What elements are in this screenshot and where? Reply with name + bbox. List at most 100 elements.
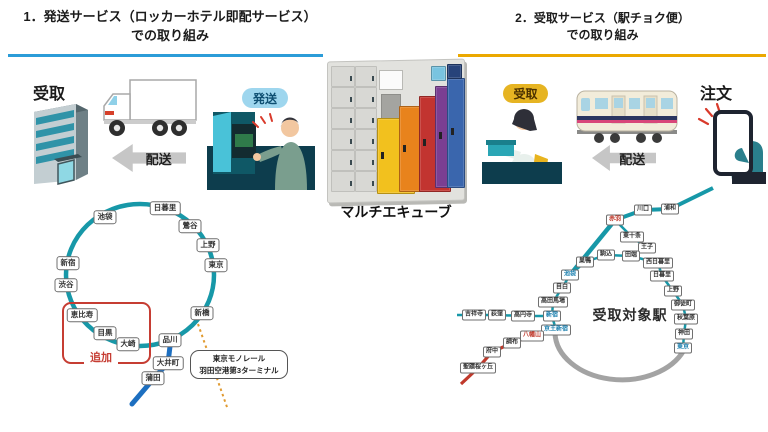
station-label: 大崎 — [116, 337, 140, 351]
station-label: 新宿 — [542, 310, 562, 322]
station-label: 鶯谷 — [178, 219, 202, 233]
station-label: 田端 — [621, 250, 641, 262]
station-label: 日暮里 — [649, 270, 675, 282]
right-section-title: 2．受取サービス（駅チョク便） での取り組み — [440, 10, 765, 45]
locker-small-door — [355, 150, 377, 171]
station-label: 調布 — [502, 337, 522, 349]
left-delivery-arrow: 配送 — [112, 144, 186, 172]
left-map-lines — [63, 201, 229, 411]
station-label: 東十条 — [619, 231, 645, 243]
left-delivery-label: 配送 — [145, 151, 172, 167]
locker-dropoff-illustration — [207, 112, 315, 190]
station-label: 吉祥寺 — [461, 309, 487, 321]
right-delivery-label: 配送 — [619, 151, 646, 167]
locker-small-door — [331, 66, 355, 87]
left-map-stations: 池袋日暮里鶯谷上野東京新宿渋谷恵比寿目黒大崎新橋品川大井町蒲田 — [15, 188, 295, 432]
station-label: 池袋 — [560, 269, 580, 281]
monorail-label-line1: 東京モノレール — [212, 354, 266, 363]
ship-badge-label: 発送 — [252, 91, 277, 106]
locker-door — [447, 64, 462, 79]
locker-small-door — [331, 87, 355, 108]
station-label: 神田 — [674, 328, 694, 340]
locker-small-doors — [327, 60, 465, 202]
left-route-map: 東京モノレール 羽田空港第3ターミナル 池袋 日暮里鶯谷上野東京 新宿渋谷恵比寿目黒… — [15, 188, 295, 432]
station-label: 品川 — [158, 333, 182, 347]
station-label: 聖蹟桜ヶ丘 — [459, 362, 497, 374]
station-label: 京王新宿 — [540, 324, 572, 336]
station-label: 東京 — [673, 342, 693, 354]
locker-small-door — [355, 87, 377, 108]
station-label: 秋葉原 — [673, 313, 699, 325]
station-label: 目黒 — [93, 326, 117, 340]
station-label: 日暮里 — [149, 201, 181, 215]
station-label: 川口 — [633, 204, 653, 216]
locker-small-door — [331, 108, 355, 129]
station-label: 上野 — [196, 238, 220, 252]
train-icon — [576, 90, 678, 143]
yamanote-loop-line — [63, 201, 217, 349]
locker-small-door — [355, 66, 377, 87]
station-label: 赤羽 — [605, 214, 625, 226]
right-route-map: 受取対象駅 浦和川口赤羽東十条王子田端駒込巣鴨 西日暮里日暮里上野御徒町秋葉原神田… — [455, 185, 768, 432]
station-label: 府中 — [482, 346, 502, 358]
station-label: 王子 — [637, 242, 657, 254]
building-icon — [34, 104, 88, 185]
locker-screen — [379, 70, 403, 90]
station-label: 新宿 — [56, 256, 80, 270]
order-label: 注文 — [700, 86, 733, 103]
station-label: 高円寺 — [510, 310, 536, 322]
left-section-title: 1．発送サービス（ロッカーホテル即配サービス） での取り組み — [5, 8, 335, 46]
locker-small-door — [331, 171, 355, 192]
locker-small-door — [331, 129, 355, 150]
left-title-underline — [8, 54, 323, 57]
keihin-line — [129, 335, 174, 407]
locker-small-door — [355, 171, 377, 192]
left-title-line1: 1．発送サービス（ロッカーホテル即配サービス） — [23, 9, 317, 24]
monorail-station-label: 東京モノレール 羽田空港第3ターミナル — [190, 350, 288, 380]
smartphone-order-illustration — [697, 102, 766, 184]
receive-badge: 受取 — [503, 84, 548, 103]
station-label: 蒲田 — [141, 371, 165, 385]
locker-door — [447, 78, 465, 188]
station-label: 八幡山 — [519, 330, 545, 342]
station-label: 恵比寿 — [66, 308, 98, 322]
left-title-line2: での取り組み — [130, 27, 209, 43]
locker-colored-doors — [327, 60, 465, 202]
locker-small-door — [331, 150, 355, 171]
keihin-tohoku-north-line — [614, 186, 714, 222]
locker-door — [431, 66, 446, 81]
right-title-line1: 2．受取サービス（駅チョク便） — [515, 11, 690, 25]
station-label: 目白 — [552, 282, 572, 294]
ship-badge: 発送 — [242, 88, 288, 108]
station-label: 上野 — [663, 285, 683, 297]
station-label: 御徒町 — [670, 299, 696, 311]
station-label: 西日暮里 — [642, 257, 674, 269]
locker-small-door — [355, 129, 377, 150]
monorail-dotted-line — [197, 323, 229, 411]
locker-caption: マルチエキューブ — [340, 204, 452, 220]
station-label: 池袋 — [93, 210, 117, 224]
station-label: 大井町 — [152, 356, 184, 370]
chuo-loop-gray-arc — [552, 332, 687, 383]
station-label: 渋谷 — [54, 278, 78, 292]
multi-ecube-locker-image — [327, 58, 465, 204]
station-label: 荻窪 — [487, 309, 507, 321]
right-title-underline — [458, 54, 766, 57]
spark-lines — [252, 113, 273, 128]
truck-icon — [103, 79, 197, 136]
pickup-target-stations-label: 受取対象駅 — [592, 307, 668, 323]
station-label: 駒込 — [596, 249, 616, 261]
right-map-stations: 浦和川口赤羽東十条王子田端駒込巣鴨 西日暮里日暮里上野御徒町秋葉原神田東京 池袋目白… — [455, 185, 768, 432]
right-delivery-arrow: 配送 — [592, 145, 656, 171]
monorail-label-line2: 羽田空港第3ターミナル — [199, 365, 279, 375]
station-label: 巣鴨 — [575, 256, 595, 268]
added-annotation: 追加 — [84, 352, 118, 366]
station-label: 東京 — [204, 258, 228, 272]
locker-small-door — [355, 108, 377, 129]
station-label: 浦和 — [660, 203, 680, 215]
station-label: 高田馬場 — [537, 296, 569, 308]
pickup-person-illustration — [482, 109, 562, 184]
right-title-line2: での取り組み — [566, 28, 639, 43]
receive-badge-label: 受取 — [513, 87, 538, 101]
